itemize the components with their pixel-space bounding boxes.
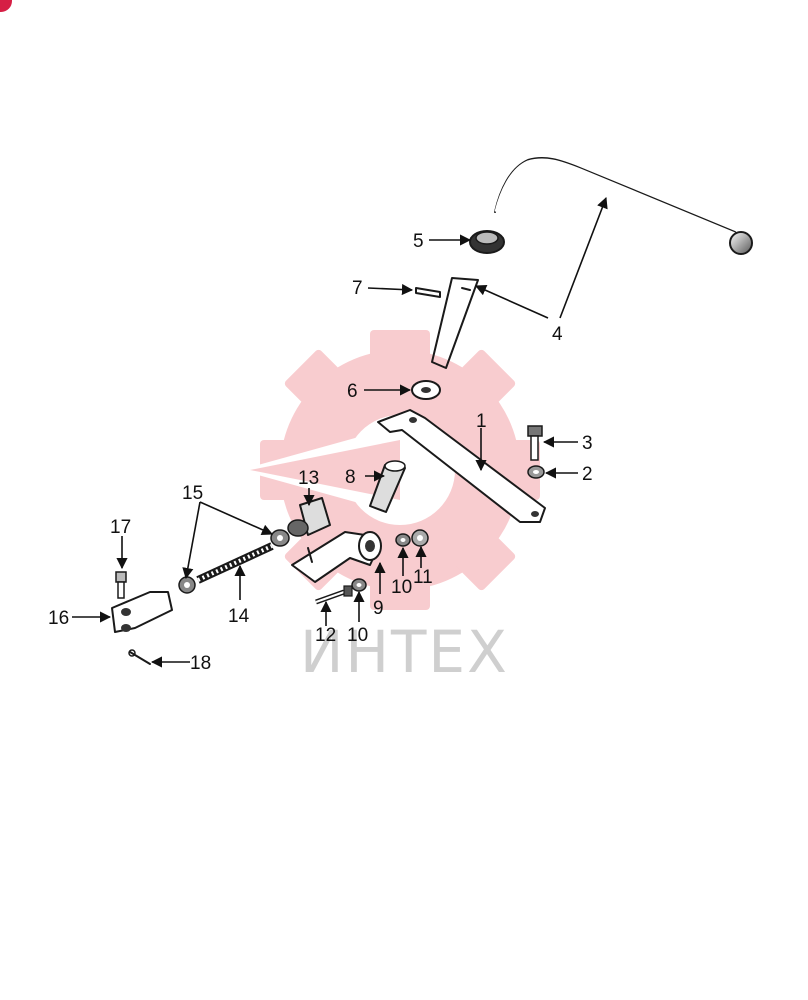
- part-16-clevis: [111, 591, 173, 633]
- callout-11: 11: [413, 567, 433, 588]
- part-2-washer: [527, 465, 545, 479]
- part-6-washer: [411, 380, 441, 400]
- part-11-nut: [411, 529, 429, 547]
- callout-8: 8: [345, 467, 356, 488]
- part-15-nut-lower: [178, 576, 196, 594]
- part-1-bracket: [377, 409, 546, 523]
- callout-15: 15: [182, 483, 203, 504]
- part-10-washer-lower: [351, 578, 367, 592]
- callout-4: 4: [552, 324, 563, 345]
- callout-6: 6: [347, 381, 358, 402]
- callout-10-upper: 10: [391, 577, 412, 598]
- callout-12: 12: [315, 625, 336, 646]
- part-15-nut-upper: [270, 529, 290, 547]
- callout-16: 16: [48, 608, 69, 629]
- watermark-text: ИНТЕХ: [300, 618, 509, 686]
- part-13-spacer: [287, 497, 331, 537]
- callout-5: 5: [413, 231, 424, 252]
- part-18-cotter-pin: [128, 649, 151, 665]
- callout-1: 1: [476, 411, 487, 432]
- part-4-lever: [431, 157, 753, 369]
- callout-2: 2: [582, 464, 593, 485]
- part-8-tube: [369, 460, 406, 513]
- callout-3: 3: [582, 433, 593, 454]
- callout-10-lower: 10: [347, 625, 368, 646]
- part-14-threaded-rod: [196, 542, 274, 584]
- part-3-bolt: [527, 425, 543, 461]
- callout-9: 9: [373, 598, 384, 619]
- callout-18: 18: [190, 653, 211, 674]
- callout-labels: 5 7 4 6 1 3 2 8 13 15 17 14 16 18 9 10 1…: [48, 231, 593, 674]
- part-7-pin: [415, 287, 441, 298]
- part-17-clevis-pin: [115, 571, 127, 599]
- part-10-washer-upper: [395, 533, 411, 547]
- callout-13: 13: [298, 468, 319, 489]
- leader-lines: [72, 196, 608, 668]
- callout-14: 14: [228, 606, 250, 627]
- part-9-shift-arm: [291, 531, 382, 583]
- callout-7: 7: [352, 278, 363, 299]
- callout-17: 17: [110, 517, 131, 538]
- part-5-grommet: [469, 230, 505, 254]
- part-12-bolt: [315, 585, 353, 605]
